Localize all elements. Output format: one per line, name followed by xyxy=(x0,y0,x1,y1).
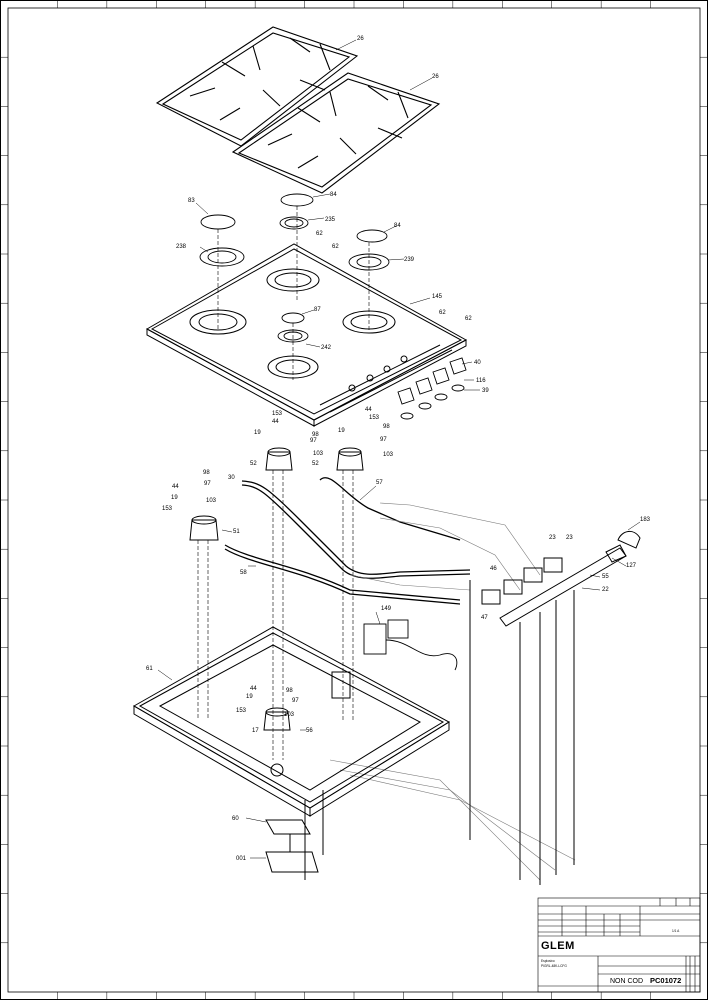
non-cod-label: NON COD xyxy=(610,978,643,985)
part-label-p30: 103 xyxy=(383,452,394,458)
pan-support-grate-1 xyxy=(155,26,359,147)
gas-valve-rail xyxy=(469,531,641,885)
part-label-p43: 183 xyxy=(640,517,651,523)
hob-top-plate xyxy=(145,243,468,427)
burner-caps xyxy=(199,193,390,343)
part-label-p23: 97 xyxy=(310,438,317,444)
inner-border xyxy=(7,7,701,993)
part-label-p60: 56 xyxy=(306,728,313,734)
part-label-p29: 97 xyxy=(380,437,387,443)
pan-support-grate-2 xyxy=(231,72,441,194)
part-label-p11: 145 xyxy=(432,294,443,300)
part-label-p49: 22 xyxy=(602,587,609,593)
part-label-p48: 55 xyxy=(602,574,609,580)
part-label-p40: 153 xyxy=(162,506,173,512)
part-label-p61: 60 xyxy=(232,816,239,822)
part-label-p31: 52 xyxy=(250,461,257,467)
ignition-module xyxy=(363,619,458,671)
part-label-p37: 97 xyxy=(204,481,211,487)
part-label-p20: 44 xyxy=(272,419,279,425)
part-label-p57: 153 xyxy=(236,708,247,714)
part-label-p13: 62 xyxy=(439,310,446,316)
part-label-p7: 62 xyxy=(316,231,323,237)
injector-holders xyxy=(189,447,364,731)
part-label-p45: 23 xyxy=(566,535,573,541)
leader-lines xyxy=(157,39,641,859)
part-label-p17: 116 xyxy=(476,378,486,384)
part-label-p18: 39 xyxy=(482,388,489,394)
part-labels: 26 26 84 83 235 84 62 62 238 239 145 87 62 62 242 40 116… xyxy=(146,36,651,862)
part-label-p35: 44 xyxy=(172,484,179,490)
part-label-p36: 98 xyxy=(203,470,210,476)
part-label-p24: 103 xyxy=(313,451,324,457)
part-label-p5: 235 xyxy=(325,217,336,223)
routing-lines xyxy=(329,502,576,881)
part-label-p3: 84 xyxy=(330,192,337,198)
drawing-code: PC01072 xyxy=(650,976,681,985)
part-label-p52: 61 xyxy=(146,666,153,672)
part-label-p16: 40 xyxy=(474,360,481,366)
part-label-p8: 62 xyxy=(332,244,339,250)
part-label-p27: 19 xyxy=(338,428,345,434)
part-label-p6: 84 xyxy=(394,223,401,229)
part-label-p42: 58 xyxy=(240,570,247,576)
part-label-p10: 239 xyxy=(404,257,415,263)
part-label-p4: 83 xyxy=(188,198,195,204)
part-label-p19: 153 xyxy=(272,411,283,417)
part-label-p41: 51 xyxy=(233,529,240,535)
control-knobs xyxy=(397,357,467,420)
part-label-p28: 98 xyxy=(383,424,390,430)
part-label-p12: 87 xyxy=(314,307,321,313)
part-label-p33: 30 xyxy=(228,475,235,481)
part-label-p34: 57 xyxy=(376,480,383,486)
model-line-1: Esplosivo xyxy=(541,959,555,963)
part-label-p38: 19 xyxy=(171,495,178,501)
part-label-p1: 26 xyxy=(357,36,364,42)
part-label-p47: 46 xyxy=(490,566,497,572)
gas-pipes xyxy=(224,477,471,605)
sheet-number: 1/1 A xyxy=(672,929,680,933)
model-line-2: PIGRL-48K-LCFG xyxy=(541,964,567,968)
part-label-p25: 44 xyxy=(365,407,372,413)
part-label-p2: 26 xyxy=(432,74,439,80)
part-label-p26: 153 xyxy=(369,415,380,421)
part-label-p9: 238 xyxy=(176,244,187,250)
part-label-p62: 001 xyxy=(236,856,247,862)
brand-logo-text: GLEM xyxy=(541,940,575,952)
part-label-p58: 103 xyxy=(284,712,295,718)
part-label-p22: 98 xyxy=(312,432,319,438)
part-label-p50: 47 xyxy=(481,615,488,621)
part-label-p39: 103 xyxy=(206,498,217,504)
part-label-p46: 127 xyxy=(626,563,637,569)
part-label-p55: 19 xyxy=(246,694,253,700)
part-label-p14: 62 xyxy=(465,316,472,322)
part-label-p59: 17 xyxy=(252,728,259,734)
part-label-p32: 52 xyxy=(312,461,319,467)
bottom-tray xyxy=(132,626,450,817)
mounting-brackets xyxy=(265,790,324,880)
part-label-p15: 242 xyxy=(321,345,332,351)
part-label-p53: 44 xyxy=(250,686,257,692)
part-label-p56: 97 xyxy=(292,698,299,704)
part-label-p54: 98 xyxy=(286,688,293,694)
title-block xyxy=(537,897,701,993)
part-label-p21: 19 xyxy=(254,430,261,436)
part-label-p51: 149 xyxy=(381,606,392,612)
part-label-p44: 23 xyxy=(549,535,556,541)
